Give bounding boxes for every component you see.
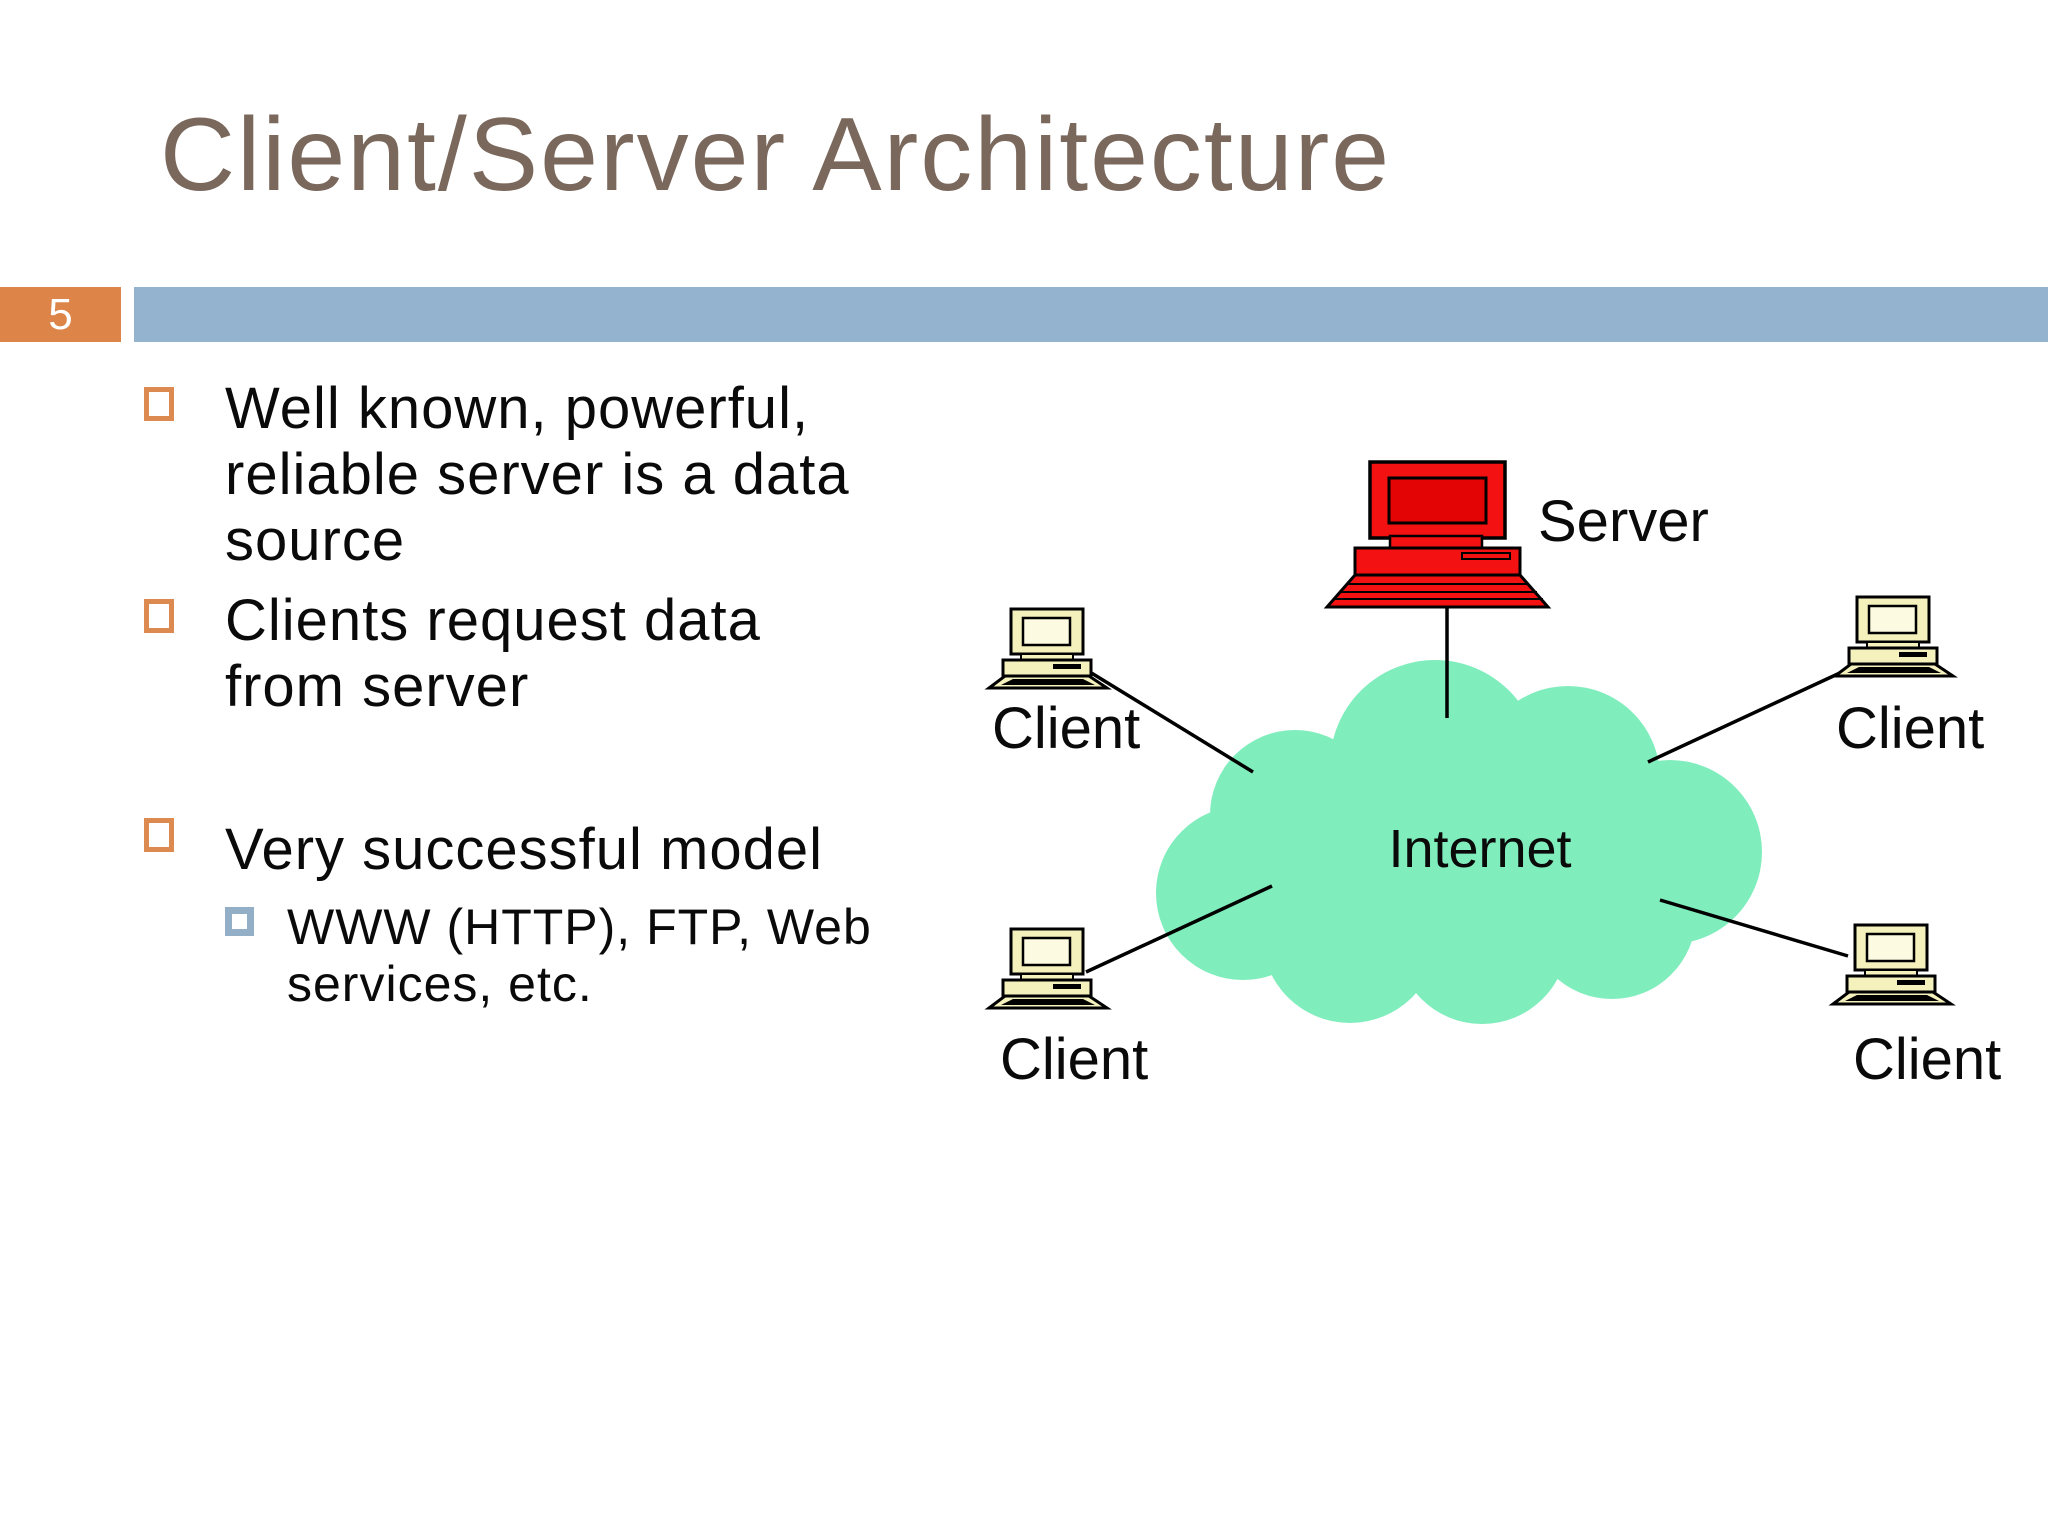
page-number-box: 5	[0, 287, 121, 342]
bullet-item-1: Well known, powerful, reliable server is…	[225, 376, 850, 573]
client-label-top-right: Client	[1836, 696, 1985, 761]
client-icon-top-left	[984, 607, 1112, 690]
connection-line-client-top-right	[1647, 670, 1843, 764]
internet-label: Internet	[1388, 819, 1572, 879]
client-label-bottom-right: Client	[1853, 1027, 2002, 1092]
bullet-square-icon	[144, 818, 174, 852]
header-bar	[134, 287, 2048, 342]
bullet-square-icon	[144, 599, 174, 633]
client-label-bottom-left: Client	[1000, 1027, 1149, 1092]
bullet-square-icon	[144, 387, 174, 421]
sub-bullet-item-1: WWW (HTTP), FTP, Web services, etc.	[287, 899, 872, 1012]
server-disk-slot	[1461, 552, 1511, 560]
page-number: 5	[48, 289, 73, 339]
client-icon-bottom-left	[984, 927, 1112, 1010]
bullet-item-3: Very successful model	[225, 817, 824, 882]
server-icon	[1323, 460, 1552, 609]
client-icon-top-right	[1830, 595, 1958, 678]
server-label: Server	[1538, 489, 1709, 554]
slide-title: Client/Server Architecture	[160, 97, 1392, 213]
connection-line-client-bottom-left	[1085, 884, 1273, 974]
client-icon-bottom-right	[1828, 923, 1956, 1006]
bullet-item-2: Clients request data from server	[225, 588, 761, 719]
connection-line-client-top-left	[1079, 664, 1254, 774]
server-screen	[1387, 476, 1488, 525]
client-label-top-left: Client	[992, 696, 1141, 761]
sub-bullet-square-icon	[225, 907, 254, 936]
connection-line-client-bottom-right	[1659, 898, 1849, 958]
